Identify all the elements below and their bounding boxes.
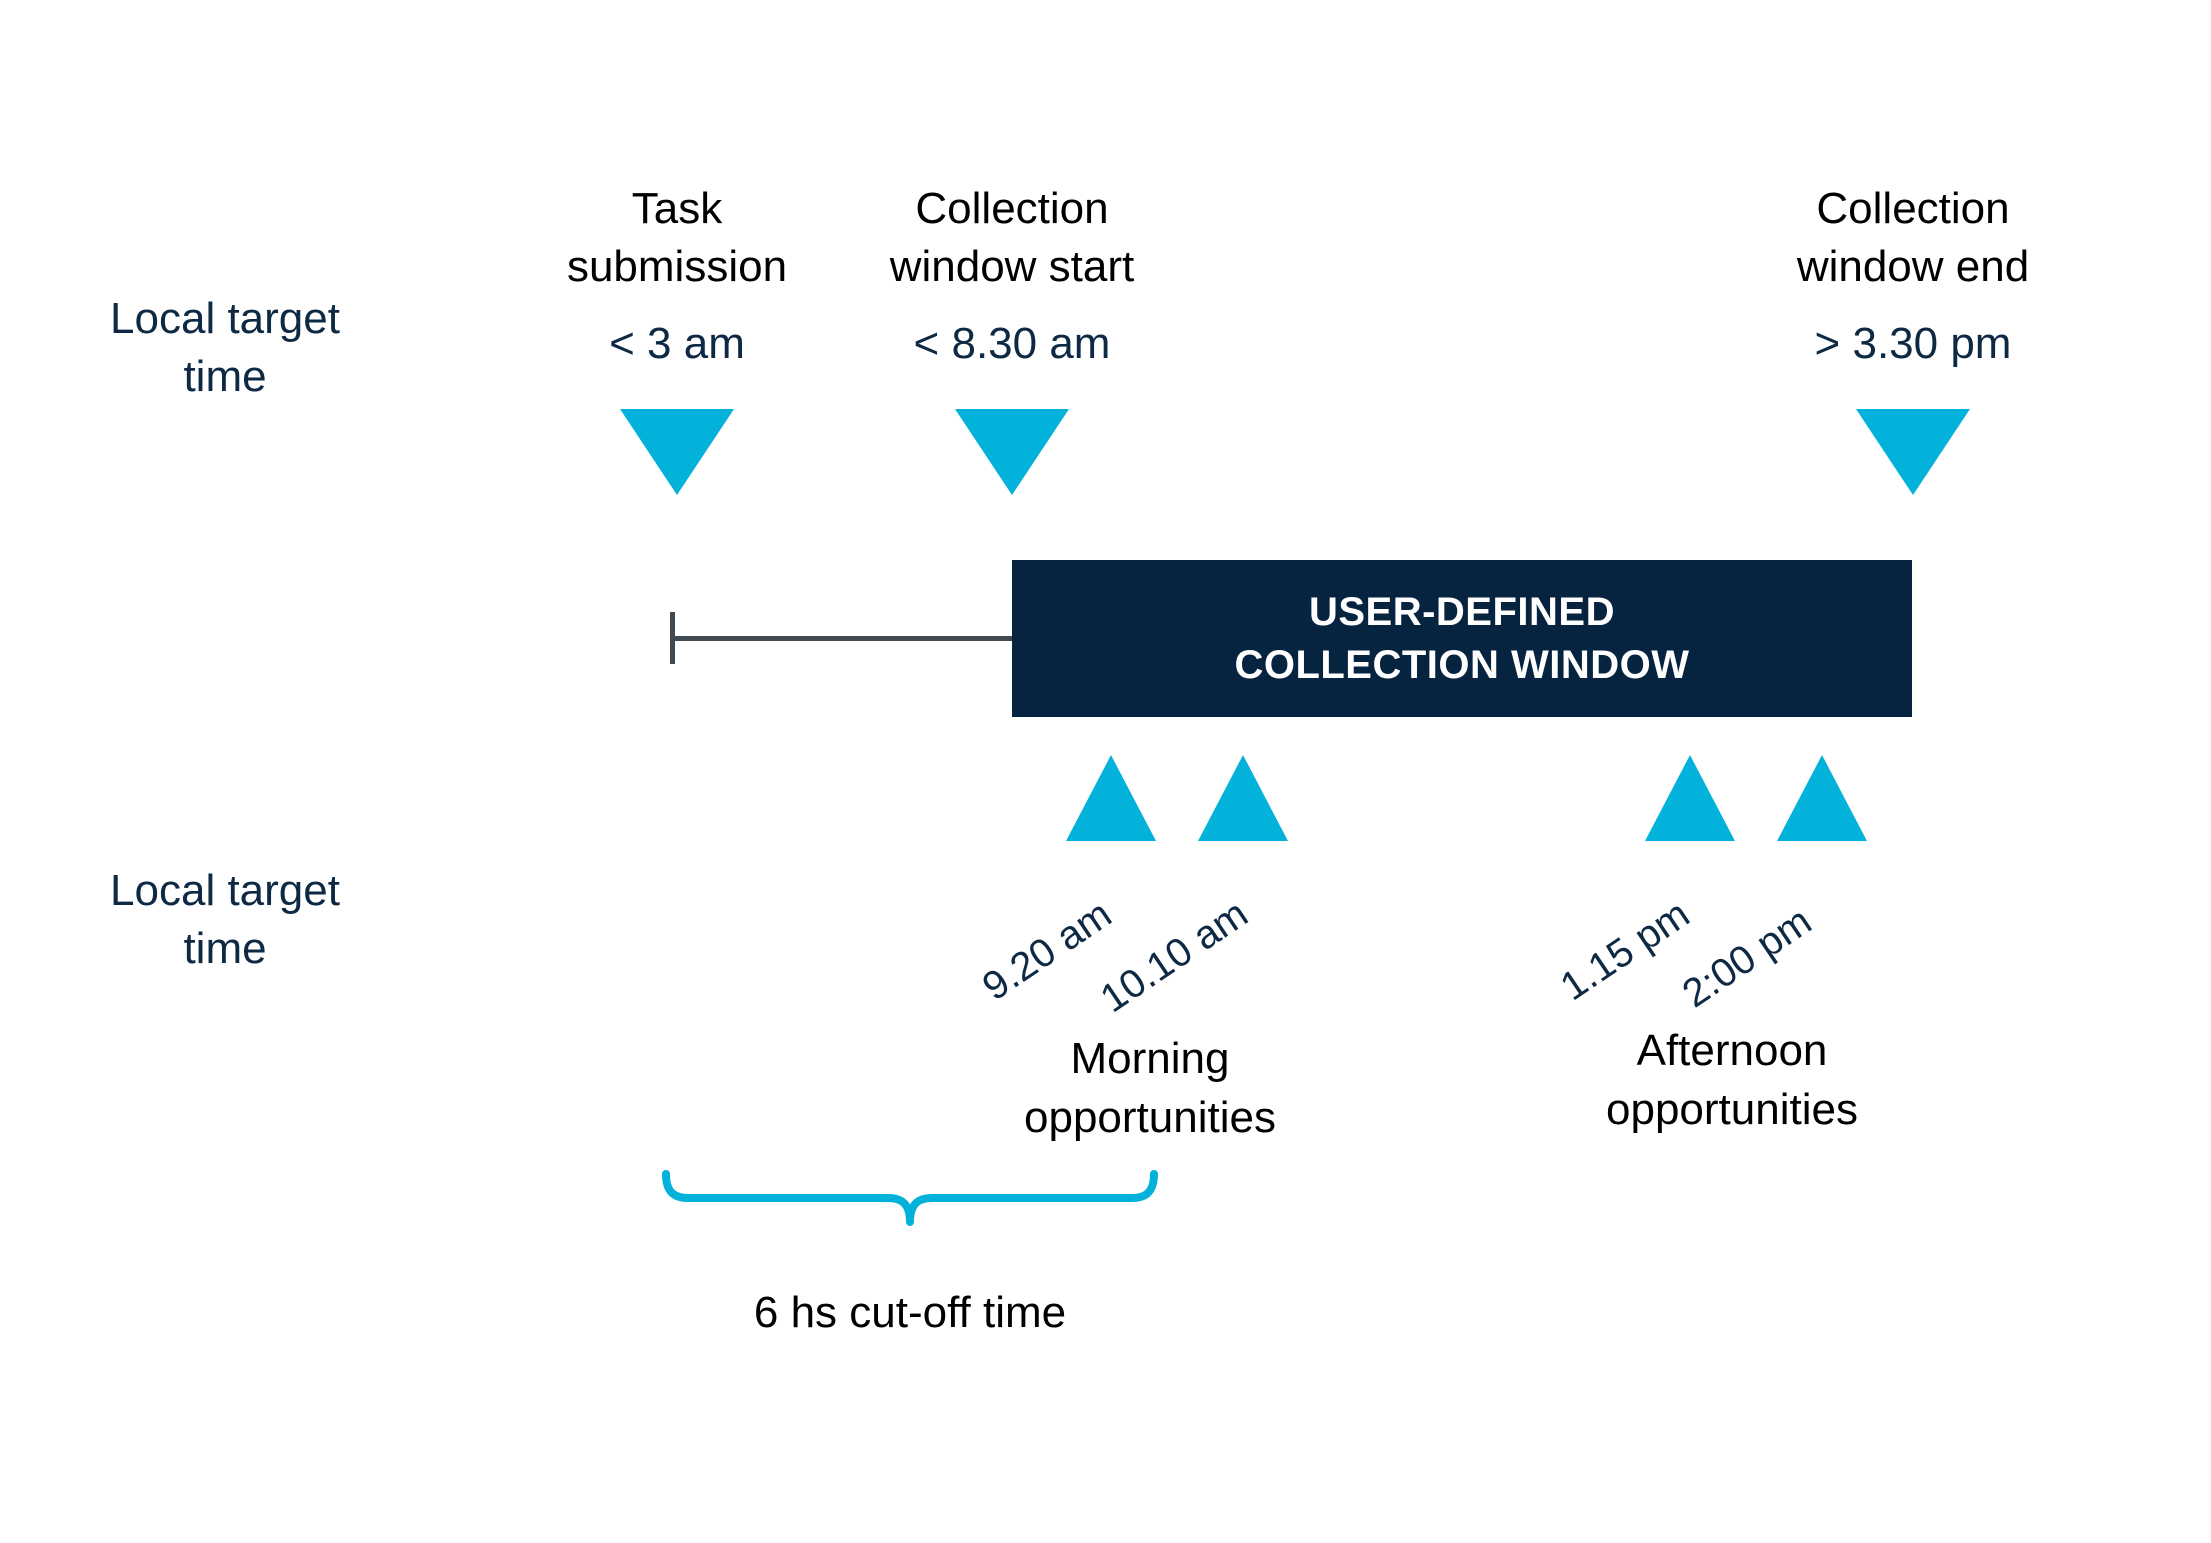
top-marker-time-collection-window-start: < 8.30 am xyxy=(913,319,1111,368)
cutoff-time-label: 6 hs cut-off time xyxy=(753,1288,1067,1337)
slot-time-afternoon-1: 1.15 pm xyxy=(1552,891,1698,1010)
up-triangle-icon-morning-slot-1 xyxy=(1066,755,1156,841)
user-defined-collection-window-label: USER-DEFINED COLLECTION WINDOW xyxy=(1234,589,1690,687)
axis-label-bottom: Local target time xyxy=(110,866,340,974)
up-triangle-icon-afternoon-slot-2 xyxy=(1777,755,1867,841)
down-triangle-icon-collection-window-end xyxy=(1856,409,1970,495)
up-triangle-icon-afternoon-slot-1 xyxy=(1645,755,1735,841)
leader-line xyxy=(670,636,1015,641)
down-triangle-icon-collection-window-start xyxy=(955,409,1069,495)
top-marker-title-collection-window-end: Collection window end xyxy=(1796,184,2030,292)
up-triangle-icon-morning-slot-2 xyxy=(1198,755,1288,841)
top-marker-title-task-submission: Task submission xyxy=(566,184,788,292)
group-label-morning-opportunities: Morning opportunities xyxy=(1024,1034,1276,1142)
slot-time-morning-2: 10.10 am xyxy=(1092,891,1256,1022)
user-defined-collection-window-bar: USER-DEFINED COLLECTION WINDOW xyxy=(1012,560,1912,717)
cutoff-brace-icon xyxy=(660,1170,1160,1240)
group-label-afternoon-opportunities: Afternoon opportunities xyxy=(1606,1026,1858,1134)
axis-label-top: Local target time xyxy=(110,294,340,402)
down-triangle-icon-task-submission xyxy=(620,409,734,495)
top-marker-time-collection-window-end: > 3.30 pm xyxy=(1814,319,2012,368)
top-marker-title-collection-window-start: Collection window start xyxy=(889,184,1135,292)
slot-time-afternoon-2: 2:00 pm xyxy=(1674,898,1820,1017)
top-marker-time-task-submission: < 3 am xyxy=(609,319,745,368)
